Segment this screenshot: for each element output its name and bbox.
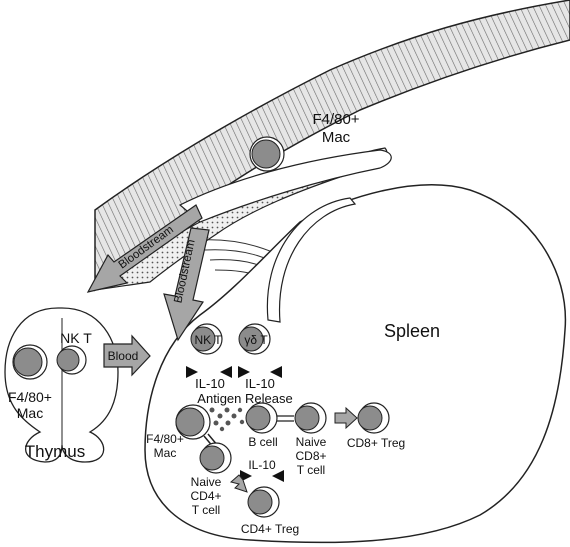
blood-arrow (103, 334, 151, 377)
nkt-cell (190, 323, 223, 355)
b-cell-label: B cell (248, 435, 277, 449)
spleen-vessel-arc (266, 197, 357, 323)
naive-cd8-label-2: CD8+ (295, 449, 326, 463)
il10-right-label: IL-10 (245, 376, 275, 391)
spleen-label: Spleen (384, 321, 440, 341)
blood-label: Blood (108, 349, 139, 363)
il10-right-triangle-1 (238, 366, 250, 378)
thymus-macrophage (12, 344, 48, 380)
il10-bottom-triangle-1 (240, 470, 252, 482)
spleen-macrophage (175, 404, 211, 440)
cd4-treg-cell (247, 486, 280, 518)
il10-left-triangle-2 (220, 366, 232, 378)
nkt-nucleus (190, 326, 216, 352)
bloodstream-arrow-left (86, 204, 203, 293)
macrophage-top-nucleus (251, 139, 281, 169)
gd-t-label: γδ T (244, 333, 268, 347)
naive-cd4-label-2: CD4+ (190, 489, 221, 503)
cd8-treg-label: CD8+ Treg (347, 436, 405, 450)
cd8-treg-nucleus (357, 405, 383, 431)
naive-cd8-label-1: Naive (296, 435, 327, 449)
cd8-treg-arrow (334, 406, 358, 430)
gd-t-nucleus (238, 326, 264, 352)
naive-cd4-nucleus (199, 445, 225, 471)
naive-cd4-label-3: T cell (192, 503, 220, 517)
naive-cd8-label-3: T cell (297, 463, 325, 477)
spleen-macrophage-nucleus (175, 407, 205, 437)
b-cd8-synapse (277, 415, 294, 422)
muscle-fibers (199, 239, 301, 289)
b-cell (245, 402, 278, 434)
cd4-treg-nucleus (247, 489, 273, 515)
macrophage-top (249, 136, 285, 172)
bloodstream-arrow-right (163, 227, 210, 342)
naive-cd8-nucleus (294, 405, 320, 431)
cd4-treg-arrow (229, 474, 248, 493)
antigen-release-label: Antigen Release (197, 391, 292, 406)
naive-cd4-t-cell (199, 442, 232, 474)
thymus-label: Thymus (25, 442, 85, 461)
il10-bottom-triangle-2 (272, 470, 284, 482)
cd4-treg-label: CD4+ Treg (241, 522, 299, 536)
il10-left-label: IL-10 (195, 376, 225, 391)
antigen-particles (209, 407, 245, 432)
macrophage-top-label-1: F4/80+ (312, 111, 359, 128)
thymus-macrophage-nucleus (13, 347, 43, 377)
nkt-label: NK T (194, 333, 222, 347)
thymus-nkt-nucleus (56, 348, 80, 372)
thymus-nkt-label: NK T (60, 330, 92, 346)
il10-right-triangle-2 (270, 366, 282, 378)
thymus-mac-label-1: F4/80+ (8, 389, 52, 405)
naive-cd4-label-1: Naive (191, 475, 222, 489)
gd-t-cell (238, 323, 271, 355)
spleen-mac-label-2: Mac (154, 446, 177, 460)
il10-bottom-label: IL-10 (248, 458, 276, 472)
spleen-outline (144, 184, 567, 544)
tissue-fold (178, 149, 392, 223)
il10-left-triangle-1 (186, 366, 198, 378)
tissue-section (94, 0, 570, 292)
cd8-treg-cell (357, 402, 390, 434)
thymus-mac-label-2: Mac (17, 405, 43, 421)
macrophage-top-label-2: Mac (322, 129, 351, 146)
tissue-outer-layer (94, 0, 570, 292)
naive-cd8-t-cell (294, 402, 327, 434)
spleen-mac-label-1: F4/80+ (146, 432, 184, 446)
b-cell-nucleus (245, 405, 271, 431)
thymus-nkt-cell (56, 345, 87, 375)
